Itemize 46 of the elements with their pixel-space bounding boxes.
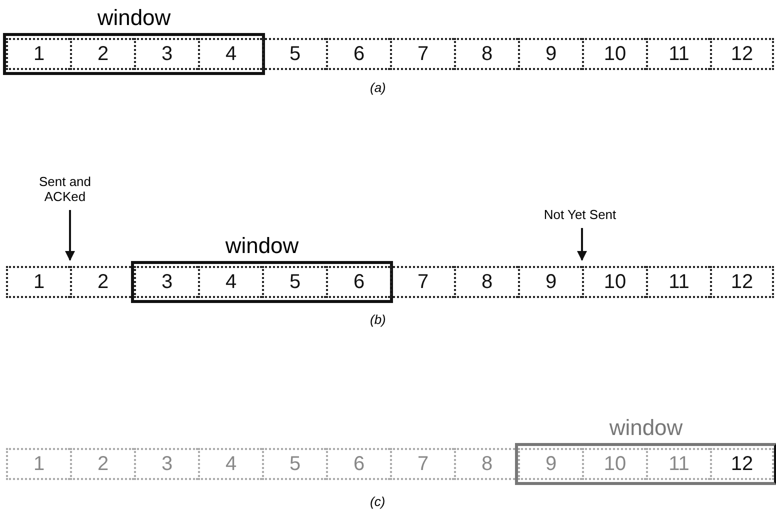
sequence-cell: 7 — [390, 448, 454, 480]
sequence-cell: 2 — [70, 266, 134, 298]
sequence-cell: 3 — [134, 266, 198, 298]
sequence-cell: 6 — [326, 38, 390, 70]
sequence-cell: 7 — [390, 38, 454, 70]
window-label: window — [96, 5, 172, 32]
sequence-cell: 8 — [454, 266, 518, 298]
sequence-cell: 6 — [326, 266, 390, 298]
sequence-cell: 12 — [710, 448, 774, 480]
annotation-text: Not Yet Sent — [515, 207, 645, 222]
sequence-cell: 8 — [454, 38, 518, 70]
sequence-cell: 9 — [518, 38, 582, 70]
sequence-cell: 9 — [518, 266, 582, 298]
window-label: window — [608, 415, 684, 442]
sequence-cell: 10 — [582, 38, 646, 70]
sequence-cell: 5 — [262, 38, 326, 70]
sequence-cell: 5 — [262, 266, 326, 298]
sequence-cell: 11 — [646, 266, 710, 298]
sequence-cell: 10 — [582, 266, 646, 298]
sequence-cell: 1 — [6, 38, 70, 70]
sequence-cell: 12 — [710, 266, 774, 298]
sequence-cell: 5 — [262, 448, 326, 480]
sequence-cell: 8 — [454, 448, 518, 480]
sequence-cell: 2 — [70, 38, 134, 70]
sequence-cell: 1 — [6, 266, 70, 298]
sequence-cell: 3 — [134, 448, 198, 480]
sequence-cell: 11 — [646, 38, 710, 70]
panel-caption: (b) — [370, 312, 386, 327]
sequence-cell: 12 — [710, 38, 774, 70]
window-label: window — [224, 233, 300, 260]
sequence-cell: 2 — [70, 448, 134, 480]
panel-caption: (c) — [370, 494, 386, 509]
sequence-cell: 11 — [646, 448, 710, 480]
sequence-cell: 7 — [390, 266, 454, 298]
sequence-cell: 9 — [518, 448, 582, 480]
sequence-cell: 10 — [582, 448, 646, 480]
annotation-text: Sent and ACKed — [25, 174, 105, 204]
sequence-cell: 1 — [6, 448, 70, 480]
sequence-cell: 4 — [198, 448, 262, 480]
sequence-cell: 4 — [198, 38, 262, 70]
leader-arrow — [577, 228, 587, 261]
panel-caption: (a) — [370, 80, 386, 95]
sequence-cell: 3 — [134, 38, 198, 70]
leader-arrow — [65, 210, 75, 261]
sequence-cell: 4 — [198, 266, 262, 298]
sequence-cell: 6 — [326, 448, 390, 480]
